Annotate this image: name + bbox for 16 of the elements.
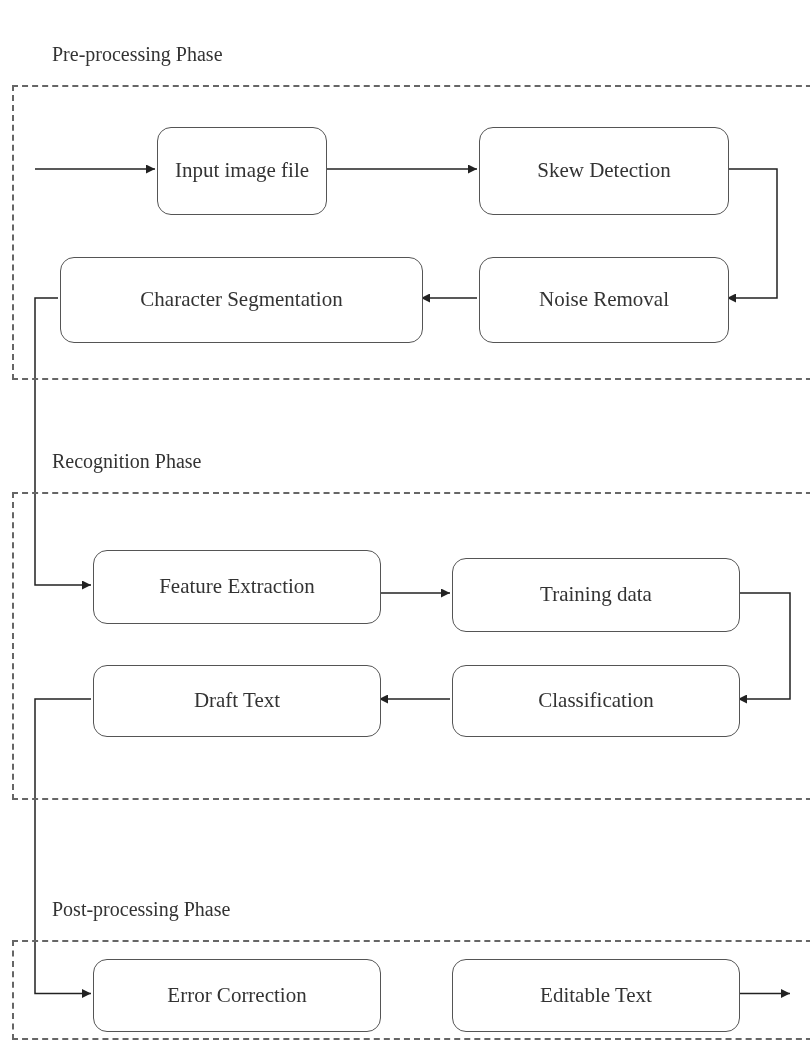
process-box: Classification: [452, 665, 740, 737]
arrow: [34, 297, 92, 590]
process-box: Character Segmentation: [60, 257, 423, 343]
process-box: Feature Extraction: [93, 550, 381, 624]
arrow: [34, 164, 156, 174]
phase-heading: Pre-processing Phase: [52, 42, 223, 68]
arrow: [34, 698, 92, 998]
process-box: Input image file: [157, 127, 327, 215]
process-box: Editable Text: [452, 959, 740, 1032]
phase-heading: Recognition Phase: [52, 449, 202, 475]
process-box: Training data: [452, 558, 740, 632]
process-box: Noise Removal: [479, 257, 729, 343]
process-box: Error Correction: [93, 959, 381, 1032]
process-box: Draft Text: [93, 665, 381, 737]
phase-heading: Post-processing Phase: [52, 897, 231, 923]
process-box: Skew Detection: [479, 127, 729, 215]
